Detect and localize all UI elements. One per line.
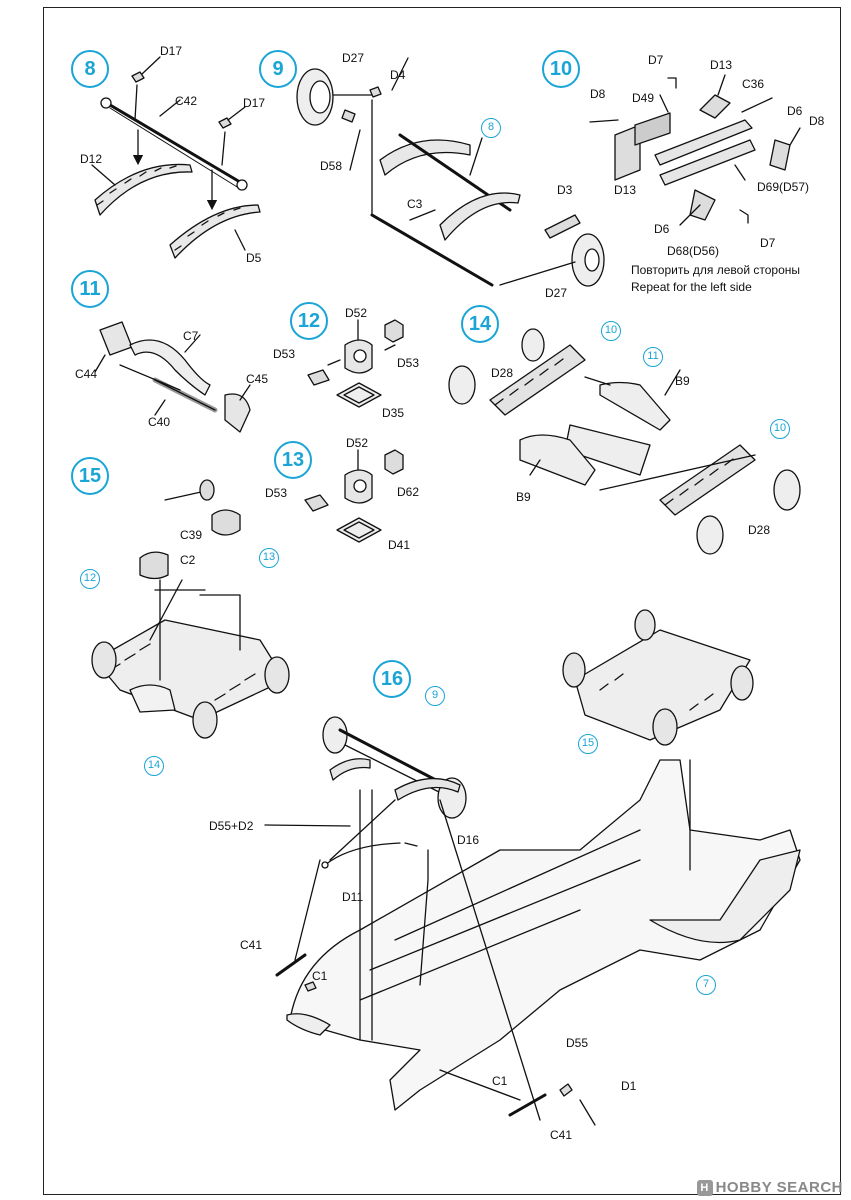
part-label: D52 [346, 436, 369, 450]
part-label: D5 [246, 251, 262, 265]
part-label: D62 [397, 485, 420, 499]
step-number-16: 16 [373, 660, 411, 698]
repeat-note-en: Repeat for the left side [631, 280, 752, 294]
part-label: D68(D56) [667, 244, 720, 258]
step-number-10: 10 [542, 50, 580, 88]
hobby-search-logo-icon: H [696, 1180, 713, 1196]
part-label: D53 [397, 356, 420, 370]
part-label: C1 [492, 1074, 508, 1088]
part-label: D27 [545, 286, 568, 300]
part-label: D4 [390, 68, 406, 82]
part-label: D17 [243, 96, 266, 110]
part-label: D69(D57) [757, 180, 810, 194]
page-frame [43, 7, 841, 1195]
part-label: D7 [648, 53, 664, 67]
part-label: D6 [654, 222, 670, 236]
part-label: C41 [240, 938, 263, 952]
part-label: D28 [748, 523, 771, 537]
ref-step-13: 13 [259, 548, 279, 568]
ref-part-7: 7 [696, 975, 716, 995]
part-label: C7 [183, 329, 199, 343]
part-label: C41 [550, 1128, 573, 1142]
step9-drawing [296, 57, 605, 287]
watermark-text: HOBBY SEARCH [715, 1178, 843, 1196]
ref-step-11: 11 [643, 347, 663, 367]
ref-step-8: 8 [481, 118, 501, 138]
step12-drawing [307, 319, 404, 408]
part-label: C44 [75, 367, 98, 381]
repeat-note-ru: Повторить для левой стороны [631, 263, 801, 277]
part-label: D17 [160, 44, 183, 58]
part-label: C39 [180, 528, 203, 542]
ref-step-10-b: 10 [770, 419, 790, 439]
part-label: D7 [760, 236, 776, 250]
part-label: D13 [614, 183, 637, 197]
step8-drawing [91, 56, 261, 259]
step-number-8: 8 [71, 50, 109, 88]
part-label: D55 [566, 1036, 589, 1050]
part-label: D27 [342, 51, 365, 65]
part-label: D53 [273, 347, 296, 361]
step13-drawing [304, 449, 404, 543]
part-label: B9 [516, 490, 531, 504]
part-label: D6 [787, 104, 803, 118]
step-number-14: 14 [461, 305, 499, 343]
step11-drawing [94, 321, 251, 433]
part-label: C45 [246, 372, 269, 386]
ref-step-14: 14 [144, 756, 164, 776]
part-label: D11 [342, 890, 364, 904]
step15-drawing [91, 479, 290, 739]
part-label: D35 [382, 406, 405, 420]
part-label: D3 [557, 183, 573, 197]
part-label: D1 [621, 1079, 637, 1093]
part-label: C42 [175, 94, 198, 108]
part-label: D52 [345, 306, 368, 320]
part-label: D12 [80, 152, 103, 166]
part-label: B9 [675, 374, 690, 388]
step-number-13: 13 [274, 441, 312, 479]
part-label: D28 [491, 366, 514, 380]
step-number-9: 9 [259, 50, 297, 88]
part-label: C36 [742, 77, 765, 91]
ref-step-15: 15 [578, 734, 598, 754]
part-label: D58 [320, 159, 343, 173]
step-number-11: 11 [71, 270, 109, 308]
step-number-12: 12 [290, 302, 328, 340]
part-label: D55+D2 [209, 819, 254, 833]
part-label: D8 [590, 87, 606, 101]
part-label: D8 [809, 114, 825, 128]
ref-step-9: 9 [425, 686, 445, 706]
step16-drawing [264, 609, 801, 1126]
step10-drawing [589, 74, 801, 226]
ref-step-10-a: 10 [601, 321, 621, 341]
part-label: C2 [180, 553, 196, 567]
step14-drawing [448, 328, 801, 555]
part-label: C3 [407, 197, 423, 211]
part-label: C1 [312, 969, 328, 983]
part-label: D53 [265, 486, 288, 500]
ref-step-12: 12 [80, 569, 100, 589]
part-label: D49 [632, 91, 655, 105]
part-label: D41 [388, 538, 411, 552]
step-number-15: 15 [71, 457, 109, 495]
part-label: C40 [148, 415, 171, 429]
part-label: D16 [457, 833, 480, 847]
part-label: D13 [710, 58, 733, 72]
